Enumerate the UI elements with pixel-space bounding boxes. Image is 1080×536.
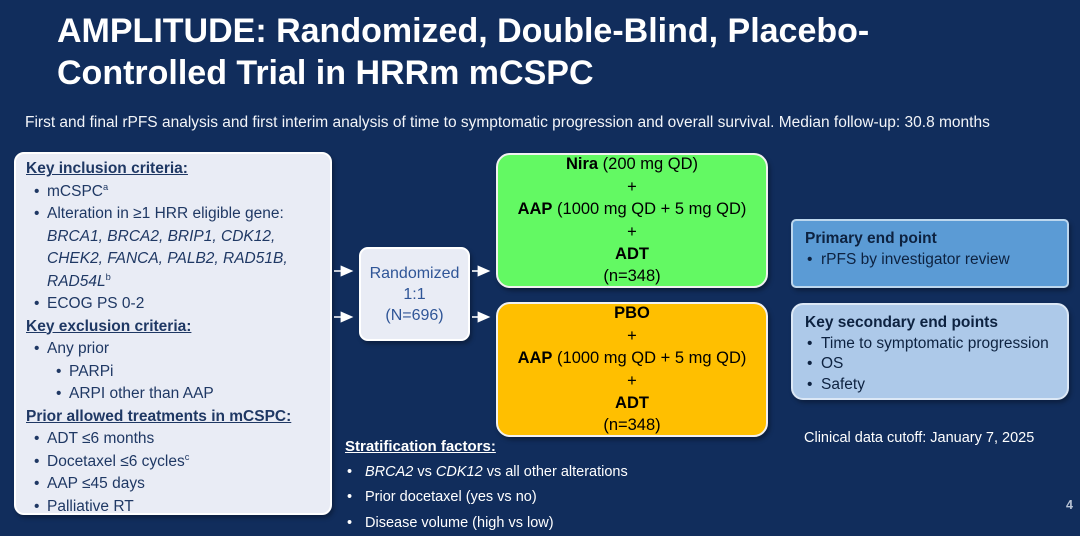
drug-dose: (200 mg QD) [598, 155, 698, 173]
list-item: BRCA2 vs CDK12 vs all other alterations [345, 460, 785, 486]
randomization-label: Randomized [361, 263, 468, 284]
secondary-endpoint-box: Key secondary end points Time to symptom… [791, 303, 1069, 400]
arm-box-nira: Nira (200 mg QD) + AAP (1000 mg QD + 5 m… [496, 153, 768, 288]
secondary-endpoint-list: Time to symptomatic progression OS Safet… [805, 334, 1057, 396]
prior-item-adt: ADT ≤6 months [47, 430, 154, 447]
criteria-panel: Key inclusion criteria: mCSPCa Alteratio… [14, 152, 332, 515]
arm-box-pbo: PBO + AAP (1000 mg QD + 5 mg QD) + ADT (… [496, 302, 768, 437]
randomization-box: Randomized 1:1 (N=696) [359, 247, 470, 341]
inclusion-item-alteration: Alteration in ≥1 HRR eligible gene: [47, 205, 284, 222]
list-item: Palliative RT [34, 496, 324, 519]
inclusion-criteria-list: mCSPCa Alteration in ≥1 HRR eligible gen… [26, 181, 324, 316]
data-cutoff-note: Clinical data cutoff: January 7, 2025 [804, 430, 1034, 446]
list-item: Prior docetaxel (yes vs no) [345, 485, 785, 511]
inclusion-criteria-heading: Key inclusion criteria: [26, 158, 324, 181]
page-number: 4 [1066, 498, 1073, 512]
stratification-item-text: vs [413, 464, 436, 480]
inclusion-item-ecog: ECOG PS 0-2 [47, 295, 144, 312]
stratification-heading: Stratification factors: [345, 434, 785, 460]
exclusion-item-parpi: PARPi [69, 363, 114, 380]
drug-name: ADT [615, 245, 649, 263]
inclusion-item-mcspc: mCSPC [47, 183, 103, 200]
list-item: Any prior [34, 338, 324, 361]
drug-name: ADT [615, 394, 649, 412]
prior-item-aap: AAP ≤45 days [47, 475, 145, 492]
exclusion-criteria-heading: Key exclusion criteria: [26, 316, 324, 339]
arm-line-drug1: Nira (200 mg QD) [498, 153, 766, 175]
prior-item-docetaxel: Docetaxel ≤6 cycles [47, 453, 185, 470]
list-item: rPFS by investigator review [805, 250, 1057, 271]
gene-name: CDK12 [436, 464, 483, 480]
arm-line-drug3: ADT [498, 392, 766, 414]
secondary-endpoint-item: OS [821, 355, 843, 372]
primary-endpoint-box: Primary end point rPFS by investigator r… [791, 219, 1069, 288]
list-item: ECOG PS 0-2 [34, 293, 324, 316]
arm-line-drug1: PBO [498, 302, 766, 324]
exclusion-item-any-prior: Any prior [47, 340, 109, 357]
stratification-list: BRCA2 vs CDK12 vs all other alterations … [345, 460, 785, 536]
list-item: ADT ≤6 months [34, 428, 324, 451]
randomization-n: (N=696) [361, 305, 468, 326]
list-item: Docetaxel ≤6 cyclesc [34, 451, 324, 474]
arm-line-drug2: AAP (1000 mg QD + 5 mg QD) [498, 347, 766, 369]
stratification-item-text: vs all other alterations [483, 464, 628, 480]
randomization-ratio: 1:1 [361, 284, 468, 305]
plus-sign: + [498, 176, 766, 198]
footnote-marker: b [106, 271, 111, 281]
list-item: Alteration in ≥1 HRR eligible gene: BRCA… [34, 203, 324, 293]
plus-sign: + [498, 370, 766, 392]
page-title: AMPLITUDE: Randomized, Double-Blind, Pla… [57, 10, 1035, 94]
prior-allowed-list: ADT ≤6 months Docetaxel ≤6 cyclesc AAP ≤… [26, 428, 324, 518]
primary-endpoint-list: rPFS by investigator review [805, 250, 1057, 271]
list-item: OS [805, 354, 1057, 375]
arm-line-drug2: AAP (1000 mg QD + 5 mg QD) [498, 198, 766, 220]
exclusion-criteria-list: Any prior PARPi ARPI other than AAP [26, 338, 324, 406]
secondary-endpoint-heading: Key secondary end points [805, 313, 1057, 334]
primary-endpoint-heading: Primary end point [805, 229, 1057, 250]
arm-n: (n=348) [498, 265, 766, 287]
footnote-marker: a [103, 181, 108, 191]
primary-endpoint-item: rPFS by investigator review [821, 251, 1010, 268]
list-item: mCSPCa [34, 181, 324, 204]
prior-allowed-heading: Prior allowed treatments in mCSPC: [26, 406, 324, 429]
drug-name: AAP [518, 349, 553, 367]
list-item: Disease volume (high vs low) [345, 511, 785, 536]
plus-sign: + [498, 221, 766, 243]
secondary-endpoint-item: Safety [821, 376, 865, 393]
list-item: Time to symptomatic progression [805, 334, 1057, 355]
plus-sign: + [498, 325, 766, 347]
drug-dose: (1000 mg QD + 5 mg QD) [552, 200, 746, 218]
stratification-item-text: Prior docetaxel (yes vs no) [365, 489, 537, 505]
list-item: AAP ≤45 days [34, 473, 324, 496]
page-subtitle: First and final rPFS analysis and first … [25, 114, 1065, 132]
gene-name: BRCA2 [365, 464, 413, 480]
exclusion-item-arpi: ARPI other than AAP [69, 385, 214, 402]
list-item: PARPi [56, 361, 324, 384]
drug-name: Nira [566, 155, 598, 173]
footnote-marker: c [185, 451, 190, 461]
stratification-item-text: Disease volume (high vs low) [365, 515, 554, 531]
drug-dose: (1000 mg QD + 5 mg QD) [552, 349, 746, 367]
secondary-endpoint-item: Time to symptomatic progression [821, 335, 1049, 352]
drug-name: AAP [518, 200, 553, 218]
arm-line-drug3: ADT [498, 243, 766, 265]
list-item: ARPI other than AAP [56, 383, 324, 406]
list-item: Safety [805, 375, 1057, 396]
prior-item-rt: Palliative RT [47, 498, 134, 515]
gene-list: BRCA1, BRCA2, BRIP1, CDK12, CHEK2, FANCA… [47, 228, 288, 290]
drug-name: PBO [614, 304, 650, 322]
